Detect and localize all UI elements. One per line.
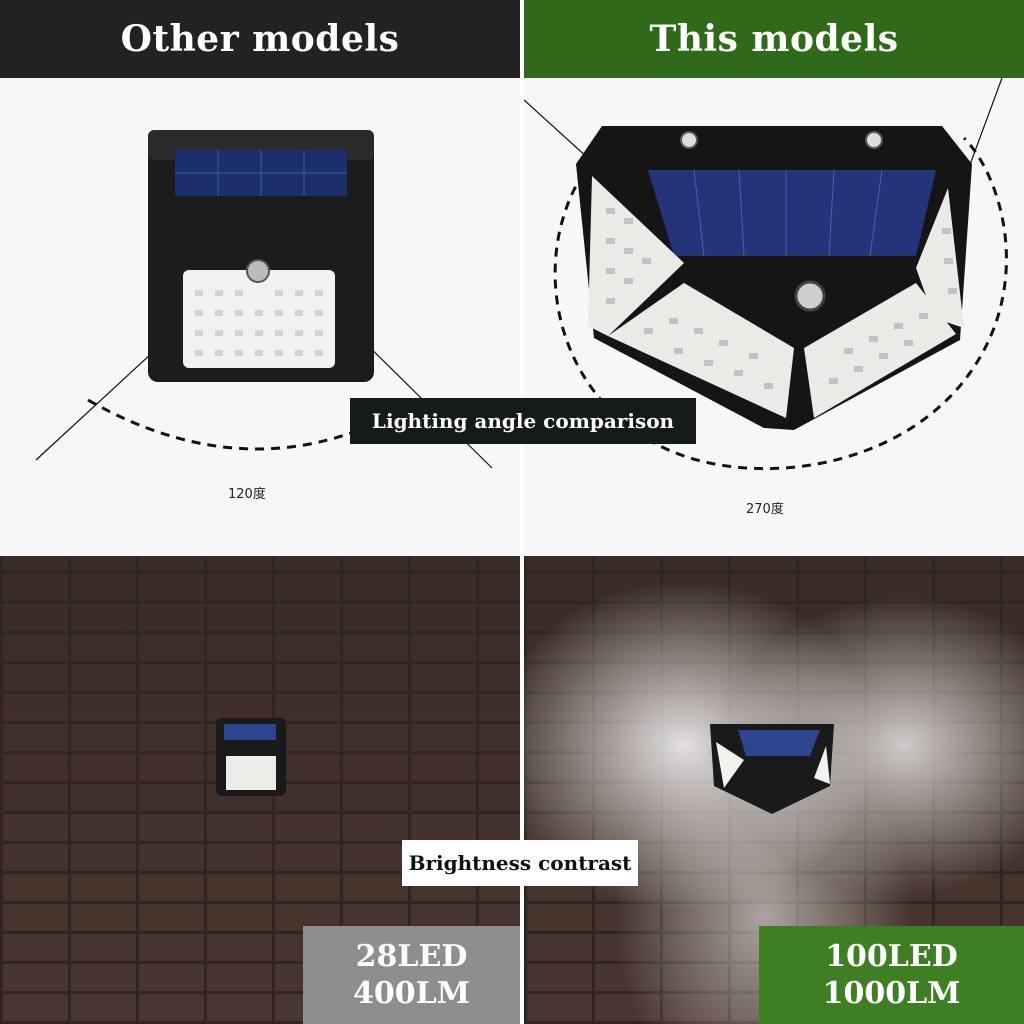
left-angle-panel: 120度 [0,78,520,556]
large-light-on-wall [710,724,834,814]
left-led-count: 28LED [355,938,468,974]
left-header: Other models [0,0,520,78]
lighting-angle-label: Lighting angle comparison [350,398,696,444]
brightness-contrast-label: Brightness contrast [402,840,638,886]
left-angle-degrees: 120度 [228,487,266,502]
right-stat-box: 100LED 1000LM [759,926,1024,1024]
small-solar-light-illustration [35,130,493,469]
lighting-angle-text: Lighting angle comparison [371,409,675,433]
right-angle-panel: 270度 [523,77,1024,556]
large-solar-light-illustration [523,77,1008,471]
small-light-on-wall [216,718,286,796]
left-header-title: Other models [120,18,400,60]
left-lumens: 400LM [353,976,470,1011]
right-header: This models [524,0,1024,78]
right-led-count: 100LED [825,938,958,974]
right-header-title: This models [649,18,899,60]
vertical-divider [520,0,524,1024]
right-lumens: 1000LM [822,976,961,1011]
right-angle-degrees: 270度 [746,502,784,517]
brightness-contrast-text: Brightness contrast [408,851,632,875]
left-stat-box: 28LED 400LM [303,926,520,1024]
